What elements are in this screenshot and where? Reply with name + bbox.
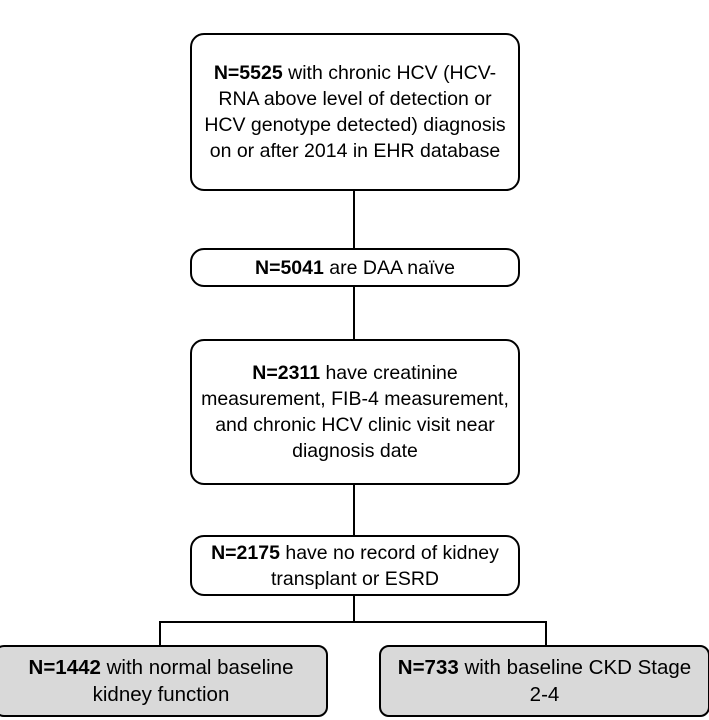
node-text: N=5525 with chronic HCV (HCV-RNA above l… [200, 60, 510, 164]
flow-node-daa-naive: N=5041 are DAA naïve [190, 248, 520, 287]
flow-node-chronic-hcv: N=5525 with chronic HCV (HCV-RNA above l… [190, 33, 520, 191]
node-text: N=5041 are DAA naïve [255, 255, 455, 281]
node-description: have no record of kidney transplant or E… [271, 541, 499, 590]
node-count: N=5041 [254, 256, 324, 279]
flow-node-measurements: N=2311 have creatinine measurement, FIB-… [190, 339, 520, 485]
node-text: N=1442 with normal baseline kidney funct… [4, 654, 318, 708]
node-description: are DAA naïve [323, 256, 456, 279]
node-text: N=2175 have no record of kidney transpla… [200, 540, 510, 592]
node-description: with chronic HCV (HCV-RNA above level of… [204, 62, 506, 162]
node-description: have creatinine measurement, FIB-4 measu… [201, 362, 509, 462]
node-count: N=2175 [211, 541, 280, 564]
node-text: N=2311 have creatinine measurement, FIB-… [200, 360, 510, 464]
node-count: N=733 [397, 656, 459, 679]
node-count: N=1442 [28, 656, 101, 679]
node-description: with normal baseline kidney function [92, 656, 294, 706]
flow-node-no-transplant: N=2175 have no record of kidney transpla… [190, 535, 520, 596]
node-text: N=733 with baseline CKD Stage 2-4 [389, 654, 700, 708]
node-count: N=5525 [213, 62, 283, 84]
flow-node-normal-kidney: N=1442 with normal baseline kidney funct… [0, 645, 328, 717]
node-description: with baseline CKD Stage 2-4 [458, 656, 692, 706]
node-count: N=2311 [252, 362, 321, 384]
flow-node-baseline-ckd: N=733 with baseline CKD Stage 2-4 [379, 645, 709, 717]
